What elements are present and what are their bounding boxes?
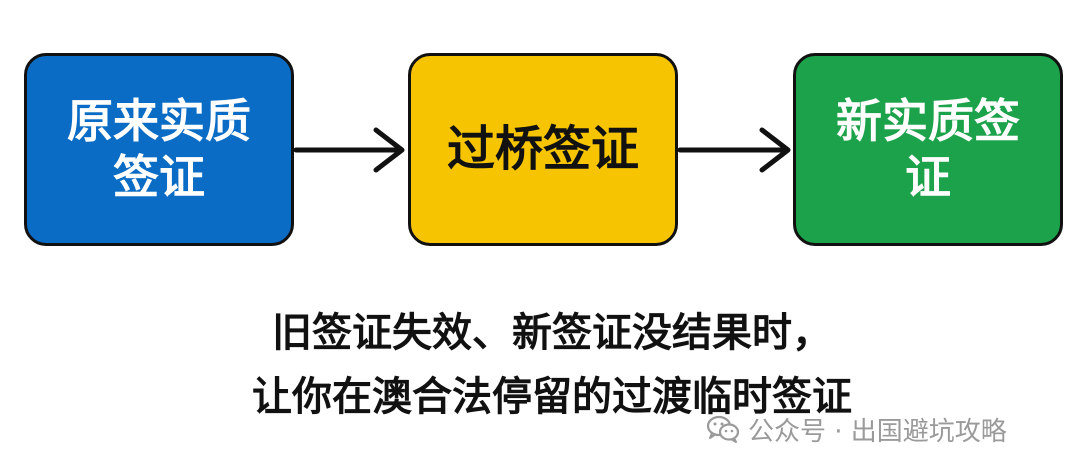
arrow-bridging-to-new — [677, 127, 791, 173]
original-visa-box: 原来实质签证 — [24, 53, 294, 246]
new-visa-box: 新实质签证 — [793, 53, 1063, 246]
caption-line-2: 让你在澳合法停留的过渡临时签证 — [252, 374, 852, 420]
watermark: 公众号 · 出国避坑攻略 — [706, 409, 1007, 449]
original-visa-label: 原来实质签证 — [67, 94, 251, 204]
arrow-original-to-bridging — [293, 127, 405, 173]
caption-line-1: 旧签证失效、新签证没结果时， — [272, 310, 832, 356]
watermark-text: 公众号 · 出国避坑攻略 — [748, 416, 1007, 447]
bridging-visa-box: 过桥签证 — [408, 53, 678, 246]
wechat-icon — [706, 415, 740, 443]
new-visa-label: 新实质签证 — [836, 94, 1020, 204]
bridging-visa-label: 过桥签证 — [446, 120, 639, 177]
